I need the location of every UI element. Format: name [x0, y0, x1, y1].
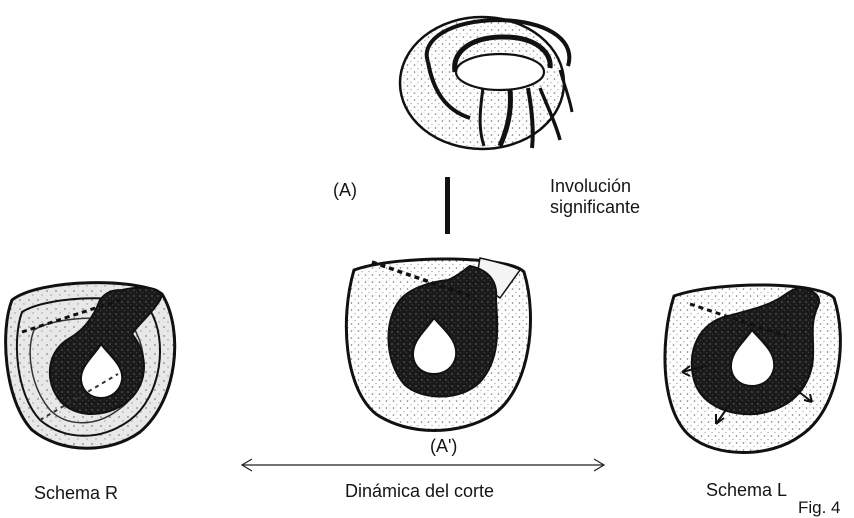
- caption-schema-r: Schema R: [34, 483, 118, 504]
- label-involucion-line2: significante: [550, 197, 640, 218]
- schema-r-figure: [6, 283, 175, 449]
- label-a: (A): [333, 180, 357, 201]
- figure-number: Fig. 4: [798, 497, 841, 518]
- cut-dynamic-arrow: [242, 459, 604, 471]
- label-a-prime: (A'): [430, 436, 457, 457]
- torus-figure: [400, 17, 572, 149]
- schema-l-figure: [665, 285, 840, 453]
- connector-bar: [445, 177, 450, 234]
- caption-dinamica: Dinámica del corte: [345, 481, 494, 502]
- label-involucion: Involución significante: [550, 176, 640, 218]
- label-involucion-line1: Involución: [550, 176, 640, 197]
- schema-center-figure: [346, 258, 530, 431]
- caption-schema-l: Schema L: [706, 480, 787, 501]
